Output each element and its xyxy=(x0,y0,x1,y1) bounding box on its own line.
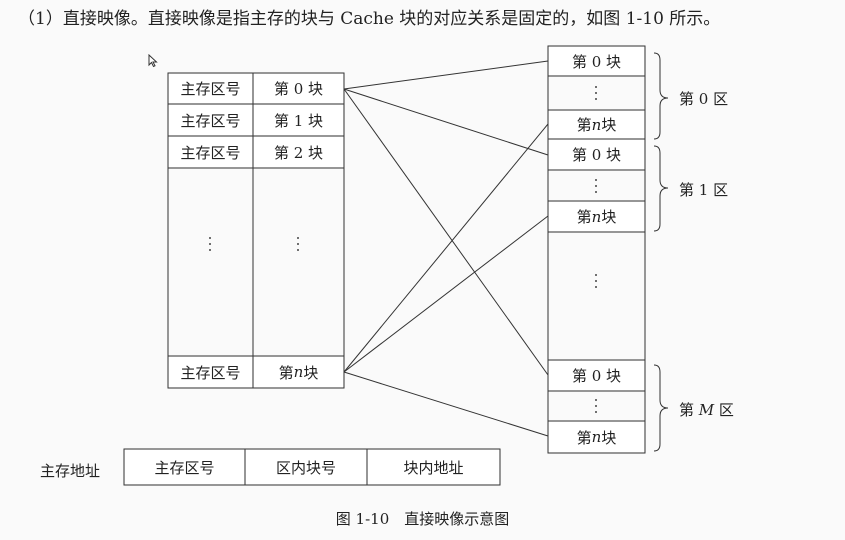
cache-region-1-ellipsis xyxy=(591,179,601,193)
main-memory-row-0-block: 第 0 块 xyxy=(254,74,343,103)
cache-region-0-block-0: 第 0 块 xyxy=(549,47,644,75)
region-1-brace xyxy=(653,145,669,232)
main-memory-row-0-region: 主存区号 xyxy=(169,74,252,103)
address-label: 主存地址 xyxy=(40,462,101,480)
main-memory-row-1-region: 主存区号 xyxy=(169,105,252,135)
region-0-brace xyxy=(653,52,669,140)
cache-region-m-block-0: 第 0 块 xyxy=(549,361,644,390)
address-field-block: 区内块号 xyxy=(246,450,366,484)
map-line-0-m xyxy=(343,88,549,376)
cache-region-0-ellipsis xyxy=(591,86,601,100)
main-memory-row-n-region: 主存区号 xyxy=(169,357,252,387)
main-memory-row-n-block: 第 n 块 xyxy=(254,357,343,387)
cache-region-1-block-n: 第 n 块 xyxy=(549,202,644,231)
cache-region-m-ellipsis xyxy=(591,399,601,413)
map-line-n-1 xyxy=(343,215,549,373)
cache-region-1-block-0: 第 0 块 xyxy=(549,140,644,169)
cache-border xyxy=(547,45,646,454)
intro-paragraph: （1）直接映像。直接映像是指主存的块与 Cache 块的对应关系是固定的，如图 … xyxy=(18,9,721,29)
address-field-offset: 块内地址 xyxy=(368,450,499,484)
main-memory-row-1-block: 第 1 块 xyxy=(254,105,343,135)
map-line-0-0 xyxy=(343,60,549,90)
cache-region-m-block-n: 第 n 块 xyxy=(549,422,644,452)
region-m-brace xyxy=(653,364,669,452)
cache-region-0-block-n: 第 n 块 xyxy=(549,111,644,138)
main-memory-row-2-region: 主存区号 xyxy=(169,137,252,167)
region-1-label: 第 1 区 xyxy=(679,181,729,199)
map-line-n-m xyxy=(343,371,549,437)
main-memory-ellipsis-left xyxy=(205,237,215,251)
address-field-region: 主存区号 xyxy=(125,450,244,484)
region-m-label: 第 M 区 xyxy=(679,401,734,419)
map-line-0-1 xyxy=(343,88,549,156)
main-memory-ellipsis-right xyxy=(293,237,303,251)
figure-caption: 图 1-10 直接映像示意图 xyxy=(335,510,510,528)
region-0-label: 第 0 区 xyxy=(679,90,729,108)
main-memory-row-2-block: 第 2 块 xyxy=(254,137,343,167)
address-register xyxy=(123,448,501,486)
cache-middle-ellipsis xyxy=(591,274,601,288)
main-memory-border xyxy=(167,72,345,389)
mouse-cursor-icon xyxy=(148,54,158,68)
map-line-n-0 xyxy=(343,123,549,373)
